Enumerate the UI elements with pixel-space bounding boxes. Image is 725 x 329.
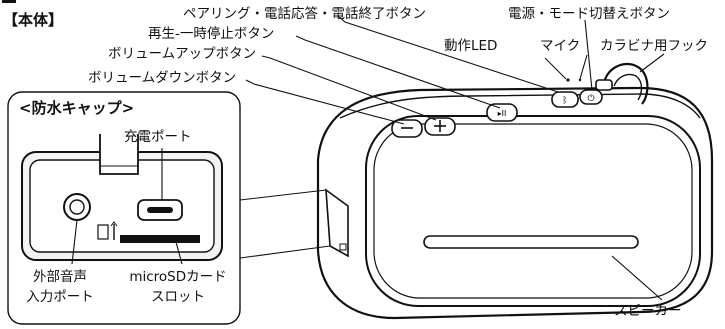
bluetooth-icon: ᛒ [562, 95, 567, 106]
leader-lines [71, 15, 665, 301]
sd-slot-shape [120, 235, 200, 243]
label-charge-port: 充電ポート [124, 129, 192, 145]
section-title: 【本体】 [3, 11, 64, 29]
corner-marker [2, 0, 16, 3]
power-button-shape: ⏻ [579, 89, 603, 105]
label-volume-up-button: ボリュームアップボタン [108, 46, 257, 62]
label-play-pause-button: 再生-一時停止ボタン [148, 26, 275, 42]
cap-inset-title: <防水キャップ> [19, 99, 135, 117]
label-power-mode-button: 電源・モード切替えボタン [508, 6, 670, 22]
mic-dot [578, 78, 582, 82]
carabiner-hook-shape [595, 62, 649, 105]
front-grille [365, 115, 701, 307]
volume-down-button-shape [391, 119, 423, 138]
speaker-body [316, 86, 714, 320]
label-microphone: マイク [540, 38, 581, 54]
power-icon: ⏻ [587, 93, 594, 104]
label-audio-port-line1: 外部音声 [33, 269, 87, 285]
label-pairing-call-button: ペアリング・電話応答・電話終了ボタン [183, 6, 426, 22]
label-audio-port-line2: 入力ポート [26, 289, 94, 305]
label-sd-slot-line2: スロット [151, 289, 205, 305]
play-pause-icon: ▸II [498, 109, 507, 118]
label-operation-led: 動作LED [444, 38, 498, 54]
label-speaker: スピーカー [614, 303, 682, 319]
label-volume-down-button: ボリュームダウンボタン [88, 70, 237, 86]
led-dot [566, 78, 570, 82]
pairing-button-shape: ᛒ [551, 91, 579, 108]
speaker-slot [423, 235, 639, 249]
cap-inset [7, 91, 241, 325]
label-carabiner-hook: カラビナ用フック [600, 38, 708, 54]
play-pause-button-shape: ▸II [486, 103, 518, 122]
volume-up-button-shape [424, 117, 456, 136]
label-sd-slot-line1: microSDカード [129, 269, 227, 285]
